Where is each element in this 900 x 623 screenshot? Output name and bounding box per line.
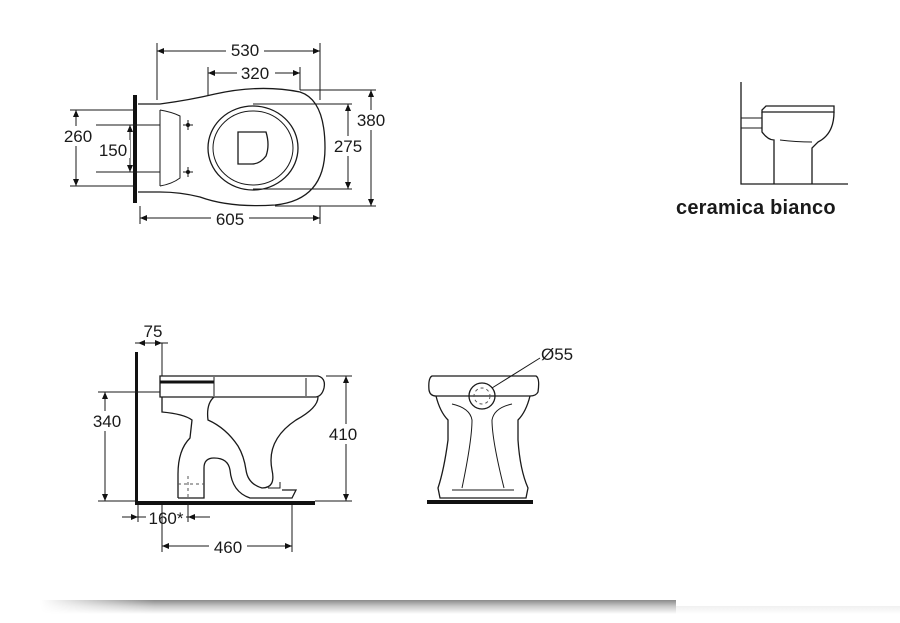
seat-ring [207,105,299,191]
dim-260: 260 [64,127,92,146]
side-floor [135,501,315,505]
outlet-circle [468,382,496,410]
dim-275: 275 [334,137,362,156]
dim-530: 530 [231,41,259,60]
dim-380: 380 [357,111,385,130]
dim-320: 320 [241,64,269,83]
top-view: 530 320 380 275 260 150 605 [60,40,389,229]
bowl-outline [138,87,326,207]
dim-diameter-55: Ø55 [541,345,573,364]
product-caption: ceramica bianco [676,197,836,219]
product-thumbnail [740,82,848,185]
drain-opening [237,131,269,165]
front-view: Ø55 [427,345,573,504]
bowl-flange-edge [159,109,181,187]
dim-410: 410 [329,425,357,444]
dim-75: 75 [144,322,163,341]
side-wall [135,352,138,503]
dim-460: 460 [214,538,242,557]
wall-plate [133,95,137,203]
dim-160: 160* [149,509,184,528]
dim-150: 150 [99,141,127,160]
front-floor [427,500,533,504]
dim-605: 605 [216,210,244,229]
bottom-shadow-bar [40,600,676,614]
dim-340: 340 [93,412,121,431]
bolt-hole-lower [183,167,193,177]
seat-inner [212,110,294,186]
bolt-hole-upper [183,120,193,130]
bottom-shadow-fade [676,606,900,614]
side-view: 75 340 410 160* 460 [88,322,364,557]
